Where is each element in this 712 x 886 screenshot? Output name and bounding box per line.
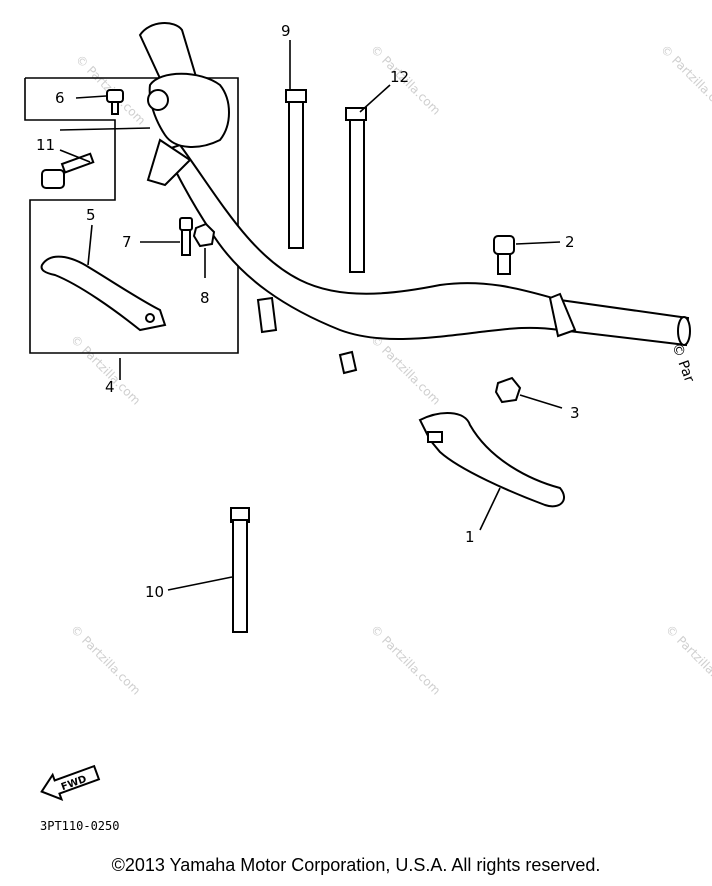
part-lever-1 [418, 412, 565, 508]
callout-12: 12 [390, 68, 409, 86]
throttle-grip [138, 22, 230, 187]
callout-5: 5 [86, 206, 96, 224]
callout-8: 8 [200, 289, 210, 307]
part-bolt-6 [106, 89, 124, 115]
callout-6: 6 [55, 89, 65, 107]
watermark: © Partzilla.com [68, 622, 143, 697]
callout-3: 3 [570, 404, 580, 422]
watermark: © Partzilla.com [68, 332, 143, 407]
edge-watermark: © Par [668, 341, 697, 385]
callout-10: 10 [145, 583, 164, 601]
watermark-layer: © Partzilla.com © Partzilla.com © Partzi… [68, 42, 712, 697]
part-cable-tie-10 [230, 507, 250, 633]
part-cable-tie-12 [345, 107, 367, 273]
callout-2: 2 [565, 233, 575, 251]
callout-11: 11 [36, 136, 55, 154]
callout-7: 7 [122, 233, 132, 251]
watermark: © Partzilla.com [368, 622, 443, 697]
handlebar [163, 143, 691, 375]
watermark: © Partzilla.com [663, 622, 712, 697]
callout-4: 4 [105, 378, 115, 396]
part-cable-tie-9 [285, 89, 307, 249]
part-nut-8 [192, 222, 216, 248]
part-lever-5 [40, 255, 167, 332]
part-bolt-2 [493, 235, 515, 275]
callouts: 1 2 3 4 5 6 7 8 9 10 11 12 [36, 22, 580, 601]
assembly-box [24, 77, 239, 354]
part-bolt-7 [179, 217, 193, 256]
part-nut-3 [494, 376, 522, 404]
copyright-notice: ©2013 Yamaha Motor Corporation, U.S.A. A… [111, 855, 601, 875]
forward-arrow: FWD [40, 764, 101, 801]
watermark: © Partzilla.com [368, 332, 443, 407]
diagram-code: 3PT110-0250 [40, 819, 119, 833]
part-screw-11 [41, 152, 95, 189]
callout-1: 1 [465, 528, 475, 546]
callout-9: 9 [281, 22, 291, 40]
leader-lines [59, 40, 563, 591]
watermark: © Partzilla.com [658, 42, 712, 117]
